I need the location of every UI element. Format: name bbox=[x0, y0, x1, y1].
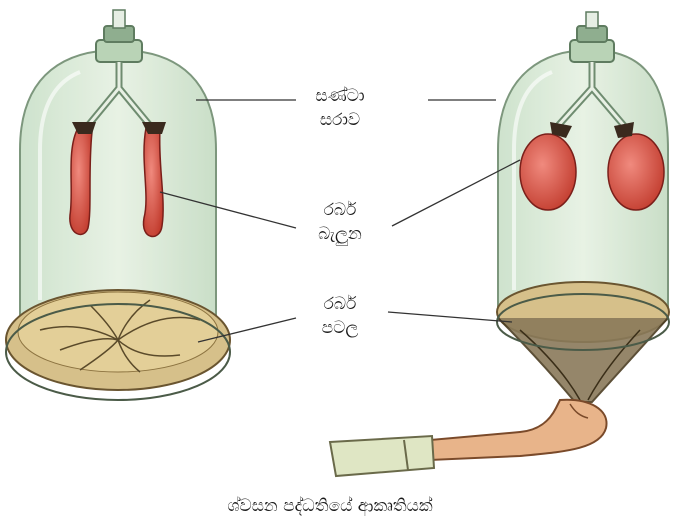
figure-caption: ශ්වසන පද්ධතියේ ආකෘතියක් bbox=[200, 496, 460, 516]
label-balloons: රබර් බැලුන bbox=[300, 198, 380, 246]
label-rubber-sheet: රබර් පටල bbox=[300, 292, 380, 340]
right-stopper bbox=[570, 12, 614, 62]
label-balloons-line1: රබර් bbox=[300, 198, 380, 222]
label-rubber-sheet-line2: පටල bbox=[300, 316, 380, 340]
hand-pulling-sheet bbox=[330, 400, 607, 476]
label-bell-jar-line2: සරාව bbox=[300, 108, 380, 132]
left-rubber-sheet bbox=[6, 290, 230, 400]
leader-sheet-right bbox=[388, 312, 512, 322]
label-bell-jar: සණ්ටා සරාව bbox=[300, 84, 380, 132]
label-balloons-line2: බැලුන bbox=[300, 222, 380, 246]
left-stopper bbox=[96, 10, 142, 62]
label-rubber-sheet-line1: රබර් bbox=[300, 292, 380, 316]
label-bell-jar-line1: සණ්ටා bbox=[300, 84, 380, 108]
right-rubber-sheet-pulled bbox=[497, 282, 669, 402]
